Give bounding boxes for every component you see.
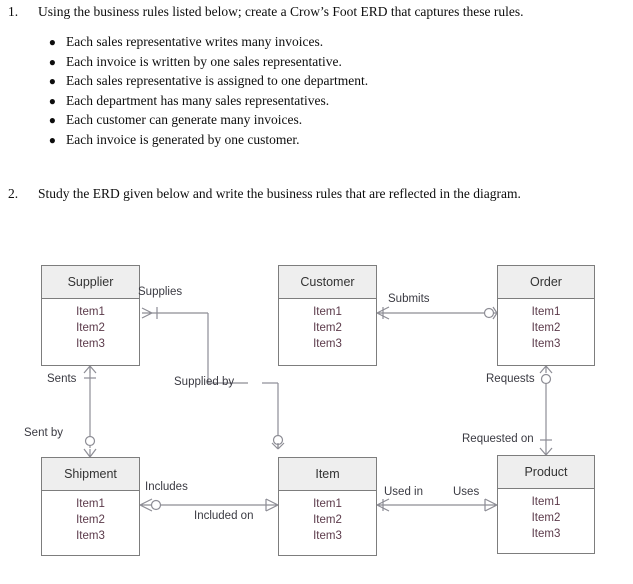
entity-shipment[interactable]: Shipment Item1 Item2 Item3 [41, 457, 140, 556]
bullet-text: Each sales representative is assigned to… [66, 73, 369, 88]
bullet-text: Each invoice is generated by one custome… [66, 131, 300, 147]
attribute-item1: Item1 [313, 306, 342, 318]
bullet-dot-icon: ● [48, 132, 56, 147]
attribute-item2: Item2 [313, 322, 342, 334]
attribute-item1: Item1 [313, 498, 342, 510]
attribute-item3: Item3 [313, 530, 342, 542]
bullet-text: Each invoice is written by one sales rep… [66, 53, 342, 69]
question-2-number: 2. [8, 186, 19, 201]
bullet-dot-icon: ● [48, 113, 56, 127]
entity-product-attributes: Item1 Item2 Item3 [498, 489, 594, 542]
relationship-label-submits: Submits [388, 293, 430, 305]
relationship-label-uses: Uses [453, 486, 480, 498]
entity-shipment-attributes: Item1 Item2 Item3 [42, 491, 139, 544]
list-item: ● Each invoice is written by one sales r… [0, 53, 633, 72]
attribute-item2: Item2 [531, 512, 561, 524]
question-2-text: Study the ERD given below and write the … [38, 186, 521, 201]
attribute-item2: Item2 [76, 322, 105, 334]
relationship-label-requested-on: Requested on [462, 433, 534, 445]
attribute-item3: Item3 [531, 338, 561, 350]
bullet-dot-icon: ● [48, 54, 56, 69]
attribute-item2: Item2 [531, 322, 561, 334]
question-2: 2. Study the ERD given below and write t… [0, 185, 521, 203]
entity-shipment-title: Shipment [42, 458, 139, 491]
bullet-dot-icon: ● [48, 35, 56, 49]
relationship-label-used-in: Used in [384, 486, 423, 498]
relationship-label-supplied-by: Supplied by [174, 376, 235, 388]
attribute-item3: Item3 [313, 338, 342, 350]
bullet-text: Each department has many sales represent… [66, 92, 330, 108]
bullet-text: Each customer can generate many invoices… [66, 112, 303, 127]
entity-supplier[interactable]: Supplier Item1 Item2 Item3 [41, 265, 140, 366]
entity-item-attributes: Item1 Item2 Item3 [279, 491, 376, 544]
attribute-item3: Item3 [531, 528, 561, 540]
entity-item[interactable]: Item Item1 Item2 Item3 [278, 457, 377, 556]
attribute-item2: Item2 [76, 514, 105, 526]
entity-customer-title: Customer [279, 266, 376, 299]
entity-order[interactable]: Order Item1 Item2 Item3 [497, 265, 595, 366]
list-item: ● Each sales representative is assigned … [0, 72, 633, 91]
attribute-item3: Item3 [76, 338, 105, 350]
bullet-text: Each sales representative writes many in… [66, 34, 324, 49]
list-item: ● Each invoice is generated by one custo… [0, 131, 633, 150]
list-item: ● Each department has many sales represe… [0, 92, 633, 111]
entity-order-title: Order [498, 266, 594, 299]
entity-order-attributes: Item1 Item2 Item3 [498, 299, 594, 352]
entity-customer-attributes: Item1 Item2 Item3 [279, 299, 376, 352]
entity-supplier-attributes: Item1 Item2 Item3 [42, 299, 139, 352]
relationship-label-includes: Includes [145, 481, 188, 493]
attribute-item3: Item3 [76, 530, 105, 542]
entity-supplier-title: Supplier [42, 266, 139, 299]
attribute-item1: Item1 [76, 306, 105, 318]
attribute-item1: Item1 [531, 306, 561, 318]
list-item: ● Each customer can generate many invoic… [0, 111, 633, 130]
bullet-dot-icon: ● [48, 93, 56, 108]
relationship-label-supplies: Supplies [138, 286, 183, 298]
bullet-dot-icon: ● [48, 74, 56, 88]
question-1: 1. Using the business rules listed below… [0, 3, 524, 21]
attribute-item1: Item1 [531, 496, 561, 508]
question-1-text: Using the business rules listed below; c… [38, 4, 524, 19]
entity-item-title: Item [279, 458, 376, 491]
list-item: ● Each sales representative writes many … [0, 33, 633, 52]
relationship-label-sents: Sents [47, 373, 77, 385]
question-1-bullet-list: ● Each sales representative writes many … [0, 33, 633, 150]
relationship-label-requests: Requests [486, 373, 535, 385]
attribute-item1: Item1 [76, 498, 105, 510]
entity-product-title: Product [498, 456, 594, 489]
entity-product[interactable]: Product Item1 Item2 Item3 [497, 455, 595, 554]
attribute-item2: Item2 [313, 514, 342, 526]
entity-customer[interactable]: Customer Item1 Item2 Item3 [278, 265, 377, 366]
question-1-number: 1. [8, 4, 19, 19]
relationship-label-sent-by: Sent by [24, 427, 63, 439]
relationship-label-included-on: Included on [194, 510, 254, 522]
